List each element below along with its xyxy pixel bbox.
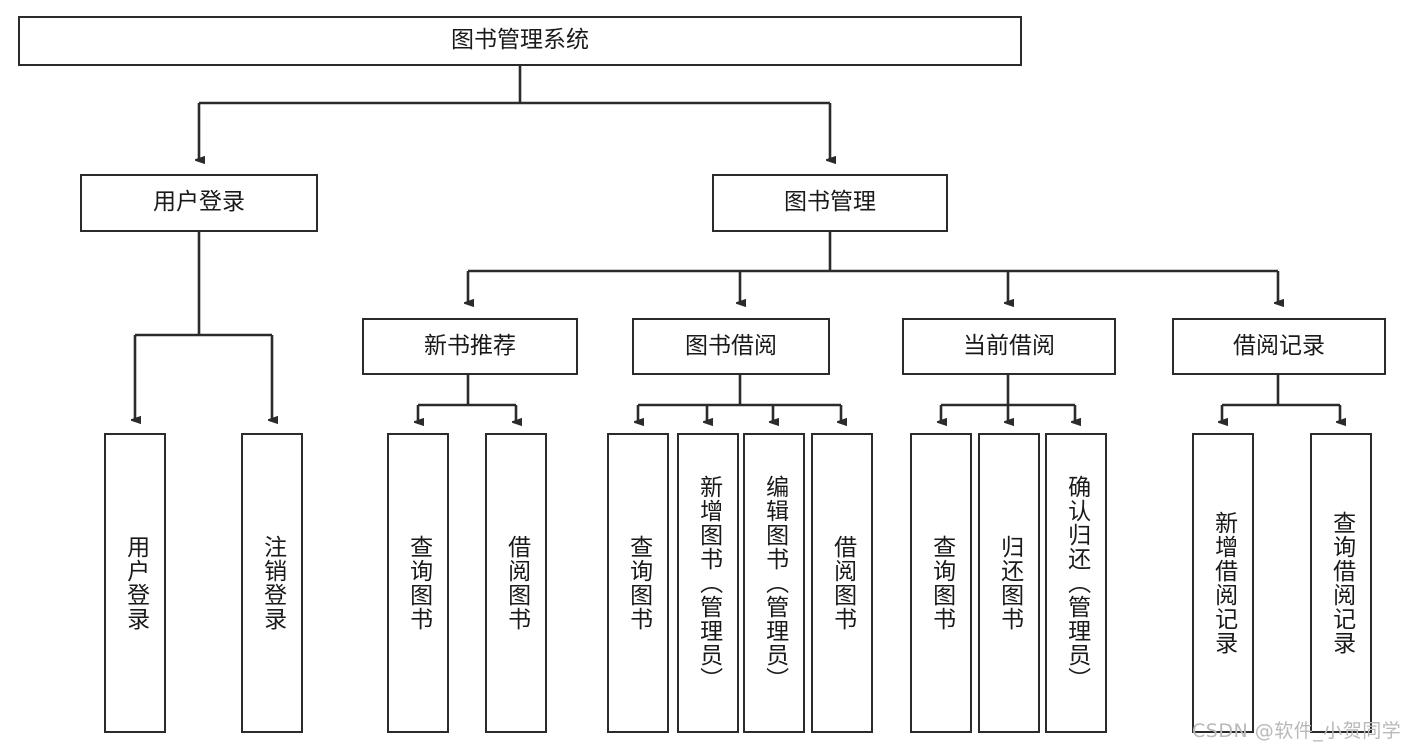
node-label: 当前借阅	[963, 332, 1055, 359]
node-new-book-recommend[interactable]: 新书推荐	[362, 318, 578, 375]
node-label: 借阅图书	[503, 535, 530, 631]
leaf-borrow-edit-book-admin[interactable]: 编辑图书（管理员）	[743, 433, 805, 733]
leaf-record-query-record[interactable]: 查询借阅记录	[1310, 433, 1372, 733]
leaf-borrow-add-book-admin[interactable]: 新增图书（管理员）	[677, 433, 739, 733]
node-label: 编辑图书（管理员）	[761, 475, 788, 691]
leaf-borrow-query-book[interactable]: 查询图书	[607, 433, 669, 733]
leaf-current-return-book[interactable]: 归还图书	[978, 433, 1040, 733]
node-label: 借阅记录	[1233, 332, 1325, 359]
node-label: 图书管理系统	[451, 27, 589, 54]
node-book-borrow[interactable]: 图书借阅	[632, 318, 830, 375]
node-borrow-record[interactable]: 借阅记录	[1172, 318, 1386, 375]
node-label: 查询图书	[405, 535, 432, 631]
node-label: 图书借阅	[685, 332, 777, 359]
node-label: 新书推荐	[424, 332, 516, 359]
leaf-current-confirm-return-admin[interactable]: 确认归还（管理员）	[1045, 433, 1107, 733]
leaf-record-add-record[interactable]: 新增借阅记录	[1192, 433, 1254, 733]
node-label: 新增借阅记录	[1210, 511, 1237, 655]
node-label: 注销登录	[259, 535, 286, 631]
node-label: 图书管理	[784, 189, 876, 216]
leaf-current-query-book[interactable]: 查询图书	[910, 433, 972, 733]
leaf-user-login-login[interactable]: 用户登录	[104, 433, 166, 733]
node-label: 用户登录	[122, 535, 149, 631]
leaf-recommend-borrow-book[interactable]: 借阅图书	[485, 433, 547, 733]
node-label: 归还图书	[996, 535, 1023, 631]
leaf-borrow-borrow-book[interactable]: 借阅图书	[811, 433, 873, 733]
node-label: 新增图书（管理员）	[695, 475, 722, 691]
node-label: 确认归还（管理员）	[1063, 475, 1090, 691]
csdn-watermark: CSDN @软件_小贺同学	[1192, 720, 1402, 742]
node-root-book-management-system[interactable]: 图书管理系统	[18, 16, 1022, 66]
node-book-management[interactable]: 图书管理	[712, 174, 948, 232]
leaf-recommend-query-book[interactable]: 查询图书	[387, 433, 449, 733]
leaf-user-login-logout[interactable]: 注销登录	[241, 433, 303, 733]
node-label: 查询图书	[625, 535, 652, 631]
node-current-borrow[interactable]: 当前借阅	[902, 318, 1116, 375]
node-label: 用户登录	[153, 189, 245, 216]
node-user-login[interactable]: 用户登录	[80, 174, 318, 232]
node-label: 借阅图书	[829, 535, 856, 631]
node-label: 查询借阅记录	[1328, 511, 1355, 655]
node-label: 查询图书	[928, 535, 955, 631]
